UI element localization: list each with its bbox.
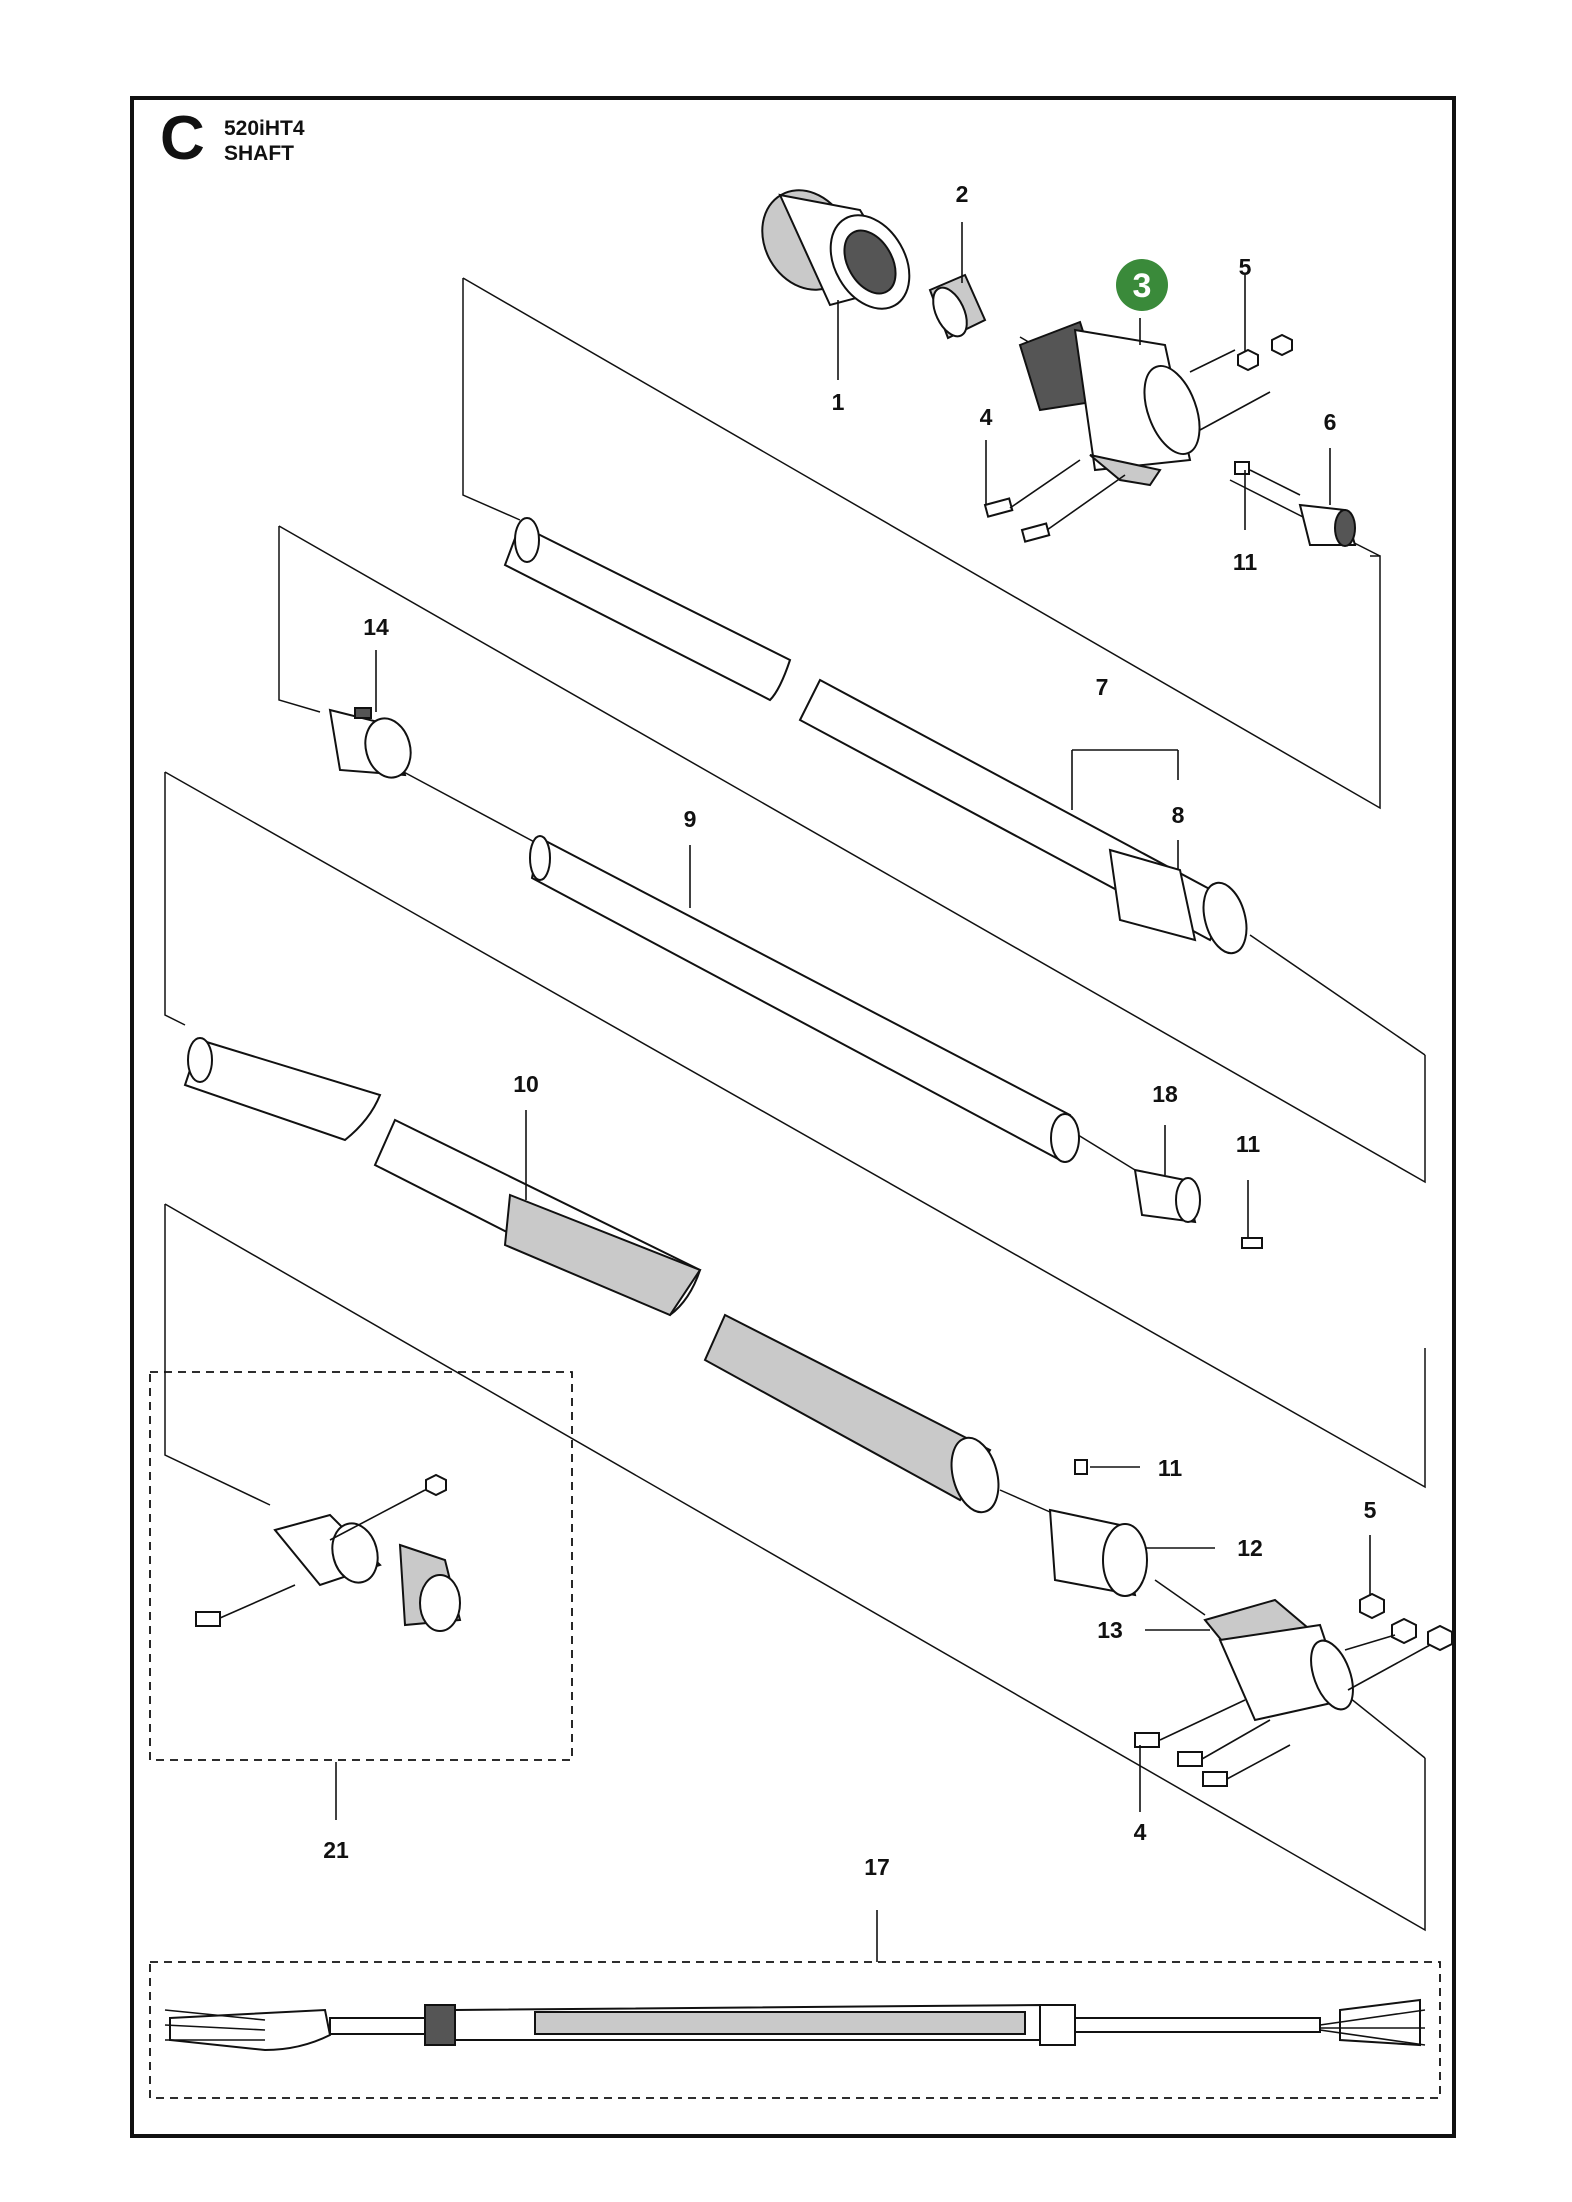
diagram-frame bbox=[130, 96, 1456, 2138]
callout-1: 1 bbox=[832, 389, 845, 415]
part-2-sleeve bbox=[928, 222, 987, 340]
callout-21: 21 bbox=[323, 1837, 349, 1863]
callout-14: 14 bbox=[363, 614, 389, 640]
section-title: SHAFT bbox=[224, 142, 294, 165]
callout-12: 12 bbox=[1237, 1535, 1263, 1561]
part-12-bushing bbox=[1048, 1459, 1215, 1597]
part-13-lower-housing bbox=[1134, 1535, 1453, 1812]
callout-2: 2 bbox=[956, 181, 969, 207]
upper-fasteners bbox=[983, 275, 1357, 547]
part-9-inner-tube bbox=[529, 835, 1080, 1163]
callout-11a: 11 bbox=[1233, 549, 1258, 575]
callout-7: 7 bbox=[1096, 674, 1109, 700]
part-18-coupler bbox=[1133, 1125, 1263, 1249]
callout-11c: 11 bbox=[1158, 1455, 1183, 1481]
callout-4a: 4 bbox=[980, 404, 993, 430]
part-17-cable-assembly bbox=[149, 1910, 1441, 2099]
callout-17: 17 bbox=[864, 1854, 890, 1880]
part-7-upper-shaft-tube bbox=[503, 517, 1248, 955]
part-21-kit bbox=[149, 1371, 573, 1820]
callout-18: 18 bbox=[1152, 1081, 1178, 1107]
callout-4b: 4 bbox=[1134, 1819, 1147, 1845]
part-1-knurled-nut bbox=[761, 189, 911, 380]
callout-11b: 11 bbox=[1236, 1131, 1261, 1157]
model-name: 520iHT4 bbox=[224, 117, 305, 140]
callout-13: 13 bbox=[1097, 1617, 1123, 1643]
callout-5b: 5 bbox=[1364, 1497, 1377, 1523]
section-letter: C bbox=[160, 104, 205, 173]
part-3-head-housing bbox=[1018, 318, 1201, 487]
highlight-badge-part-3: 3 bbox=[1116, 259, 1168, 311]
part-14-end-cap bbox=[328, 650, 412, 779]
callout-6: 6 bbox=[1324, 409, 1337, 435]
callout-10: 10 bbox=[513, 1071, 539, 1097]
title-block: 520iHT4 SHAFT bbox=[224, 116, 305, 166]
part-10-outer-grip-tube bbox=[183, 1037, 1000, 1514]
callout-5a: 5 bbox=[1239, 254, 1252, 280]
callout-8: 8 bbox=[1172, 802, 1185, 828]
highlight-badge-label: 3 bbox=[1133, 267, 1152, 305]
callout-labels: 1 2 4 5 6 11 14 7 8 9 10 18 11 11 5 12 1… bbox=[323, 181, 1376, 1880]
callout-9: 9 bbox=[684, 806, 697, 832]
